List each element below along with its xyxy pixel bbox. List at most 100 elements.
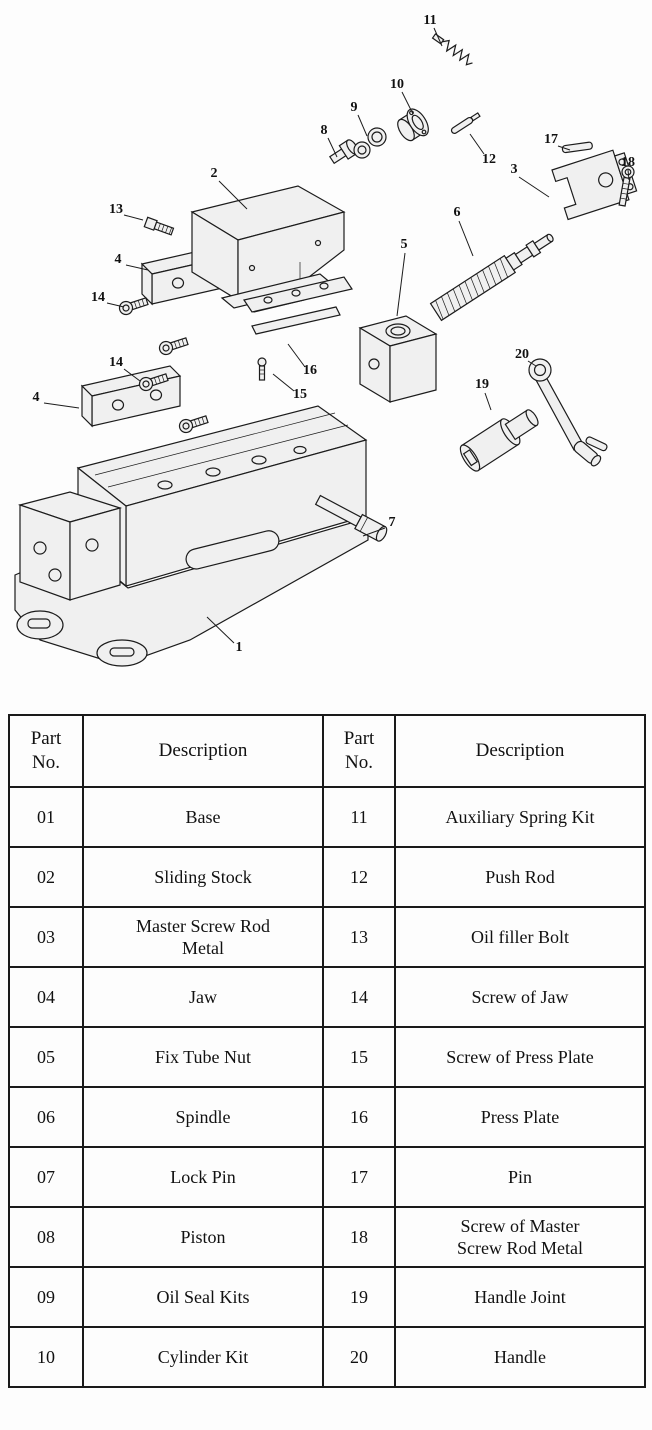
table-row: 06 Spindle 16 Press Plate: [8, 1086, 646, 1148]
callout-label: 4: [33, 390, 40, 405]
callout-label: 12: [482, 152, 496, 167]
description-cell: Auxiliary Spring Kit: [394, 786, 646, 848]
description-cell: Pin: [394, 1146, 646, 1208]
callout-label: 14: [109, 355, 123, 370]
description-cell: Master Screw Rod Metal: [82, 906, 324, 968]
part-no-cell: 03: [8, 906, 84, 968]
part-push-rod: [450, 112, 481, 134]
part-no-cell: 13: [322, 906, 396, 968]
description-cell: Handle Joint: [394, 1266, 646, 1328]
table-row: 04 Jaw 14 Screw of Jaw: [8, 966, 646, 1028]
part-oil-filler-bolt: [143, 216, 175, 236]
part-screw-of-jaw: [158, 337, 189, 356]
part-no-cell: 10: [8, 1326, 84, 1388]
header-part-no-left: Part No.: [8, 714, 84, 788]
part-handle-joint: [459, 409, 539, 472]
part-no-cell: 20: [322, 1326, 396, 1388]
part-screw-of-master: [618, 165, 635, 207]
description-cell: Piston: [82, 1206, 324, 1268]
table-row: 08 Piston 18 Screw of Master Screw Rod M…: [8, 1206, 646, 1268]
part-no-cell: 08: [8, 1206, 84, 1268]
description-cell: Push Rod: [394, 846, 646, 908]
description-cell: Oil filler Bolt: [394, 906, 646, 968]
description-cell: Spindle: [82, 1086, 324, 1148]
part-spindle: [429, 233, 554, 322]
description-cell: Sliding Stock: [82, 846, 324, 908]
table-header-row: Part No. Description Part No. Descriptio…: [8, 714, 646, 788]
callout-label: 11: [423, 13, 436, 28]
part-handle: [528, 358, 608, 467]
callout-label: 2: [211, 166, 218, 181]
callout-labels: 11 10 9 8 12 17 3 18 2 13 4 6 14 5 14 4 …: [33, 13, 636, 655]
description-cell: Lock Pin: [82, 1146, 324, 1208]
callout-label: 6: [454, 205, 461, 220]
part-no-cell: 02: [8, 846, 84, 908]
part-no-cell: 17: [322, 1146, 396, 1208]
callout-label: 13: [109, 202, 123, 217]
part-no-cell: 12: [322, 846, 396, 908]
table-row: 01 Base 11 Auxiliary Spring Kit: [8, 786, 646, 848]
parts-table-section: Part No. Description Part No. Descriptio…: [0, 702, 652, 1388]
part-no-cell: 06: [8, 1086, 84, 1148]
callout-label: 1: [236, 640, 243, 655]
callout-label: 7: [389, 515, 396, 530]
part-no-cell: 07: [8, 1146, 84, 1208]
callout-label: 5: [401, 237, 408, 252]
description-cell: Screw of Jaw: [394, 966, 646, 1028]
part-screw-of-press-plate: [257, 357, 267, 381]
callout-label: 10: [390, 77, 404, 92]
part-no-cell: 18: [322, 1206, 396, 1268]
part-press-plate: [243, 276, 353, 335]
callout-label: 15: [293, 387, 307, 402]
description-cell: Oil Seal Kits: [82, 1266, 324, 1328]
part-no-cell: 05: [8, 1026, 84, 1088]
table-row: 07 Lock Pin 17 Pin: [8, 1146, 646, 1208]
table-row: 02 Sliding Stock 12 Push Rod: [8, 846, 646, 908]
header-description-left: Description: [82, 714, 324, 788]
callout-label: 19: [475, 377, 489, 392]
header-description-right: Description: [394, 714, 646, 788]
parts-table: Part No. Description Part No. Descriptio…: [8, 714, 646, 1388]
description-cell: Jaw: [82, 966, 324, 1028]
description-cell: Screw of Press Plate: [394, 1026, 646, 1088]
table-row: 09 Oil Seal Kits 19 Handle Joint: [8, 1266, 646, 1328]
part-fix-tube-nut: [358, 315, 438, 404]
part-screw-of-jaw: [178, 415, 209, 434]
part-no-cell: 04: [8, 966, 84, 1028]
description-cell: Cylinder Kit: [82, 1326, 324, 1388]
table-row: 03 Master Screw Rod Metal 13 Oil filler …: [8, 906, 646, 968]
part-no-cell: 09: [8, 1266, 84, 1328]
part-screw-of-jaw: [118, 297, 149, 316]
part-no-cell: 14: [322, 966, 396, 1028]
description-cell: Fix Tube Nut: [82, 1026, 324, 1088]
callout-label: 16: [303, 363, 317, 378]
exploded-view-diagram: 11 10 9 8 12 17 3 18 2 13 4 6 14 5 14 4 …: [0, 0, 652, 702]
callout-label: 3: [511, 162, 518, 177]
callout-label: 18: [621, 155, 635, 170]
callout-label: 9: [351, 100, 358, 115]
callout-label: 17: [544, 132, 558, 147]
callout-label: 4: [115, 252, 122, 267]
description-cell: Screw of Master Screw Rod Metal: [394, 1206, 646, 1268]
description-cell: Base: [82, 786, 324, 848]
part-auxiliary-spring-kit: [431, 33, 473, 66]
part-oil-seal-kits: [353, 127, 387, 159]
callout-label: 20: [515, 347, 529, 362]
description-cell: Handle: [394, 1326, 646, 1388]
callout-label: 14: [91, 290, 105, 305]
callout-label: 8: [321, 123, 328, 138]
table-row: 10 Cylinder Kit 20 Handle: [8, 1326, 646, 1388]
part-cylinder-kit: [397, 108, 429, 142]
part-jaw-lower: [80, 365, 182, 428]
part-no-cell: 19: [322, 1266, 396, 1328]
part-screw-of-jaw: [138, 373, 169, 392]
part-lock-pin: [314, 494, 388, 542]
part-no-cell: 15: [322, 1026, 396, 1088]
leader-lines: [43, 27, 630, 644]
header-part-no-right: Part No.: [322, 714, 396, 788]
part-no-cell: 11: [322, 786, 396, 848]
part-base: [14, 405, 369, 667]
part-no-cell: 01: [8, 786, 84, 848]
part-pin: [561, 141, 593, 154]
